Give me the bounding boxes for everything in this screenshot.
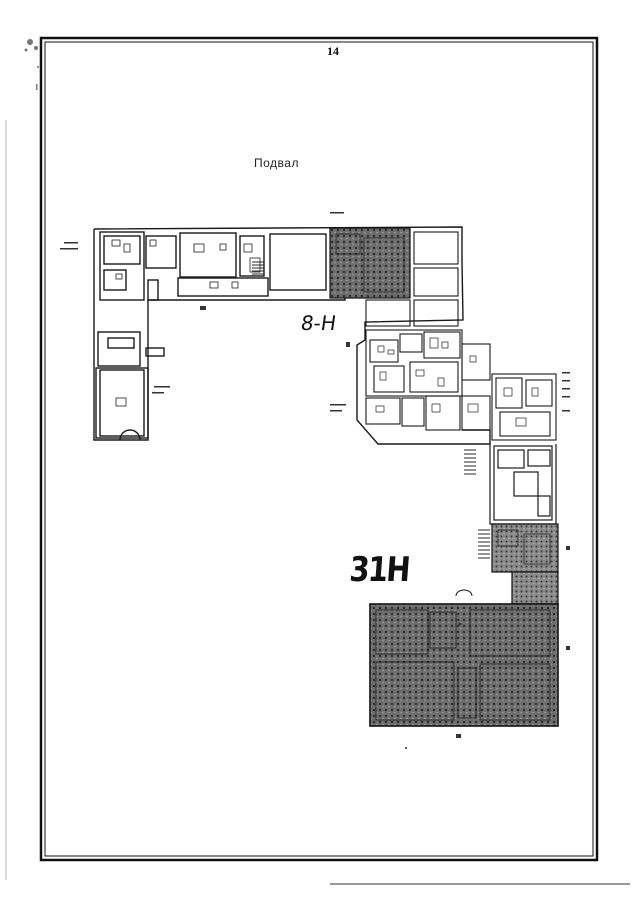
hatched-area-bottom <box>369 523 559 727</box>
scan-specks <box>24 39 39 90</box>
page-number: 14 <box>327 44 339 58</box>
right-upper-rooms <box>365 231 459 327</box>
upper-left-wing <box>93 226 491 445</box>
unit-label-8n: 8-Н <box>299 311 338 335</box>
room-fixtures-left <box>111 239 261 407</box>
room-fixtures-middle <box>375 337 539 427</box>
stairs <box>252 261 490 559</box>
middle-section <box>365 329 557 441</box>
plan-title: Подвал <box>254 156 299 170</box>
dimension-marks <box>60 212 570 749</box>
unit-label-31n: 31Н <box>348 550 411 590</box>
lower-right-section <box>489 444 557 525</box>
page-frame <box>5 36 630 885</box>
hatched-area-top <box>329 227 411 299</box>
